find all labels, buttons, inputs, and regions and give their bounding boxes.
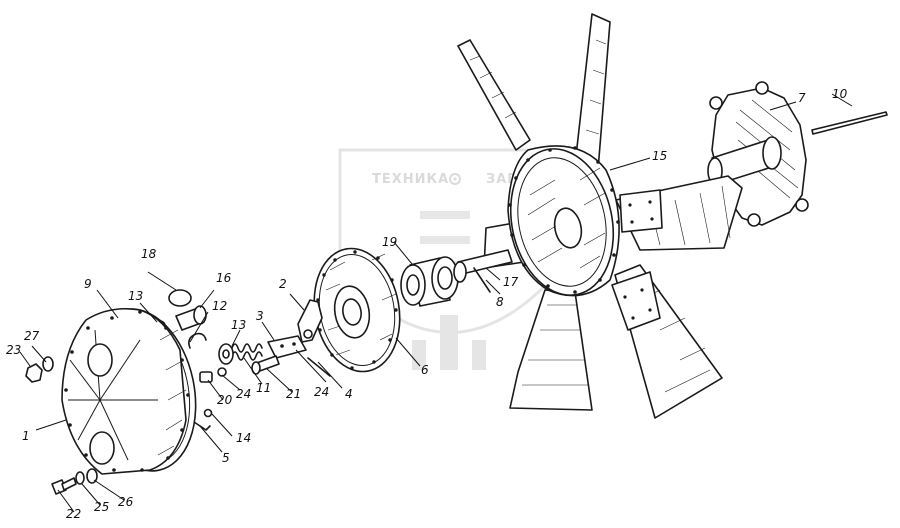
- label-19: 19: [382, 235, 397, 249]
- part-10-rod: [811, 111, 888, 135]
- label-25: 25: [94, 500, 109, 514]
- label-11: 11: [256, 381, 271, 395]
- part-6-disc: [313, 247, 401, 373]
- label-20: 20: [217, 393, 233, 407]
- label-8: 8: [496, 295, 504, 309]
- part-16-bushing: [175, 305, 207, 331]
- watermark-text-left: ТЕХНИКА: [372, 172, 449, 187]
- label-26: 26: [118, 495, 134, 509]
- part-11-washer: [218, 343, 234, 365]
- part-15-fan-blades: [457, 13, 743, 419]
- label-17: 17: [503, 275, 519, 289]
- part-14-screw: [203, 408, 213, 418]
- label-5: 5: [222, 451, 230, 465]
- label-3: 3: [256, 309, 264, 323]
- part-4-pin: [307, 357, 331, 377]
- part-13-spring: [231, 343, 263, 361]
- part-26-washer: [86, 468, 98, 484]
- label-7: 7: [798, 91, 806, 105]
- label-22: 22: [66, 507, 81, 521]
- label-27: 27: [24, 329, 40, 343]
- part-12-clip: [188, 332, 207, 349]
- label-10: 10: [832, 87, 848, 101]
- label-9: 9: [84, 277, 92, 291]
- label-1: 1: [22, 429, 30, 443]
- part-1-housing: [61, 307, 197, 475]
- label-18: 18: [141, 247, 157, 261]
- label-13a: 13: [128, 289, 143, 303]
- label-24b: 24: [314, 385, 329, 399]
- part-21-bolt: [251, 355, 280, 375]
- label-6: 6: [421, 363, 429, 377]
- label-21: 21: [286, 387, 301, 401]
- label-14: 14: [236, 431, 251, 445]
- label-2: 2: [279, 277, 287, 291]
- label-16: 16: [216, 271, 232, 285]
- watermark-gear-icon: [449, 173, 461, 185]
- part-20-bolt: [199, 371, 213, 383]
- part-15-fan-hub: [507, 145, 620, 297]
- part-19-bearing: [400, 256, 467, 307]
- part-3-bracket: [267, 335, 307, 359]
- watermark-wheat-icon: [412, 315, 486, 370]
- leader-lines: [19, 93, 853, 513]
- part-24-nut: [217, 367, 227, 377]
- part-2-lever: [297, 299, 323, 343]
- label-24a: 24: [236, 387, 251, 401]
- watermark: ТЕХНИКА ЗАПЧАСТИ: [338, 148, 573, 370]
- part-18-ring: [168, 289, 192, 307]
- part-22-bolt: [51, 477, 77, 495]
- part-labels: 1 2 3 4 5 6 7 8 9 10 11 12 13 13 14 15 1…: [6, 87, 848, 521]
- part-5-clip: [193, 421, 211, 431]
- label-15: 15: [652, 149, 667, 163]
- part-23-nut: [25, 363, 43, 383]
- part-27-washer: [42, 356, 54, 372]
- label-13b: 13: [231, 318, 246, 332]
- label-4: 4: [345, 387, 353, 401]
- label-12: 12: [212, 299, 227, 313]
- part-25-washer: [75, 471, 85, 485]
- label-23: 23: [6, 343, 21, 357]
